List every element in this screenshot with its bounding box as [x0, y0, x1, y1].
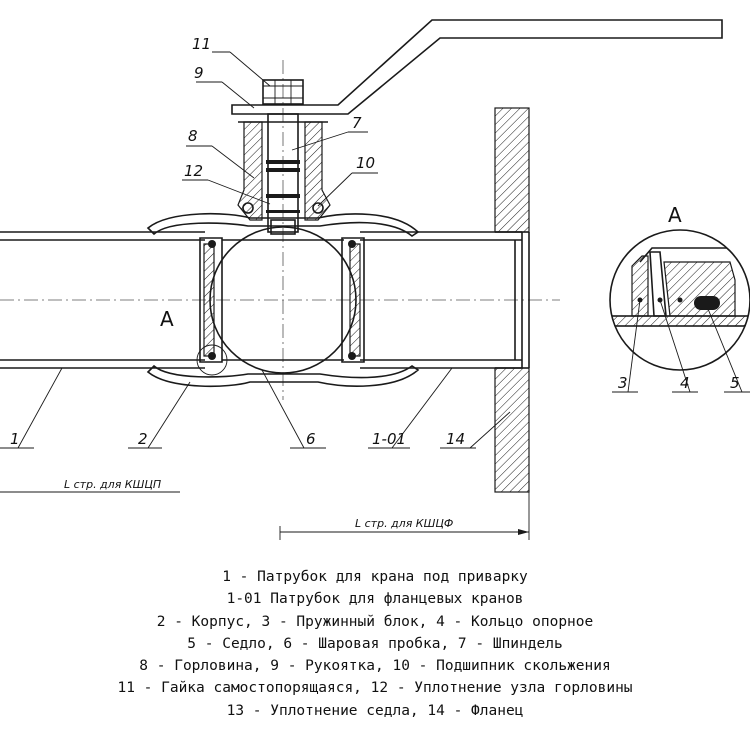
neck-right-wall [304, 121, 331, 221]
seat-left [199, 237, 223, 363]
body-lower [146, 364, 420, 387]
svg-text:10: 10 [356, 154, 375, 172]
callout-14: 14 [440, 411, 511, 449]
detail-a-mark-main: A [160, 307, 174, 331]
dimension-l-kshchp: L стр. для КШЦП [0, 478, 180, 493]
seat-right [341, 237, 365, 363]
legend-line: 8 - Горловина, 9 - Рукоятка, 10 - Подшип… [139, 658, 611, 675]
ball-plug [209, 226, 357, 374]
callout-6: 6 [261, 369, 326, 449]
flange-top [494, 107, 530, 233]
callout-2: 2 [128, 381, 191, 449]
callout-10: 10 [317, 154, 378, 207]
ball-valve-drawing: A 11 9 8 7 12 10 1 2 6 1-01 14 [0, 19, 750, 540]
detail-callout-4: 4 [680, 374, 690, 392]
svg-text:2: 2 [138, 430, 148, 448]
parts-legend: 1 - Патрубок для крана под приварку 1-01… [0, 566, 750, 722]
callout-8: 8 [186, 127, 255, 179]
detail-a-mark-view: A [668, 203, 682, 227]
legend-line: 11 - Гайка самостопорящаяся, 12 - Уплотн… [117, 680, 633, 697]
svg-text:L стр. для КШЦП: L стр. для КШЦП [64, 478, 161, 491]
svg-text:L стр. для КШЦФ: L стр. для КШЦФ [355, 517, 453, 530]
callout-12: 12 [182, 162, 271, 205]
svg-text:7: 7 [352, 114, 362, 132]
svg-text:11: 11 [192, 35, 211, 53]
svg-text:14: 14 [446, 430, 465, 448]
svg-text:1: 1 [10, 430, 20, 448]
legend-line: 13 - Уплотнение седла, 14 - Фланец [226, 702, 524, 719]
callout-1: 1 [0, 367, 63, 449]
legend-line: 1 - Патрубок для крана под приварку [222, 569, 528, 585]
svg-text:6: 6 [306, 430, 316, 448]
detail-view-a: A 3 4 5 [609, 203, 750, 393]
callout-9: 9 [194, 64, 255, 109]
callout-11: 11 [192, 35, 271, 87]
dimension-l-kshchf: L стр. для КШЦФ [279, 492, 530, 540]
callout-1-01: 1-01 [368, 367, 453, 449]
svg-text:1-01: 1-01 [372, 430, 406, 448]
handle [231, 19, 723, 115]
legend-line: 2 - Корпус, 3 - Пружинный блок, 4 - Коль… [156, 613, 594, 630]
detail-callout-5: 5 [730, 374, 740, 392]
detail-callout-3: 3 [618, 374, 628, 392]
svg-text:9: 9 [194, 64, 204, 82]
legend-line: 1-01 Патрубок для фланцевых кранов [226, 591, 524, 608]
legend-line: 5 - Седло, 6 - Шаровая пробка, 7 - Шпинд… [187, 635, 563, 652]
neck-left-wall [237, 121, 263, 221]
spindle [267, 113, 299, 233]
svg-text:12: 12 [184, 162, 203, 180]
detail-a-marker [196, 344, 228, 376]
svg-text:8: 8 [188, 127, 198, 145]
self-locking-nut [262, 79, 304, 105]
flange-bottom [494, 367, 530, 493]
callout-7: 7 [291, 114, 368, 151]
